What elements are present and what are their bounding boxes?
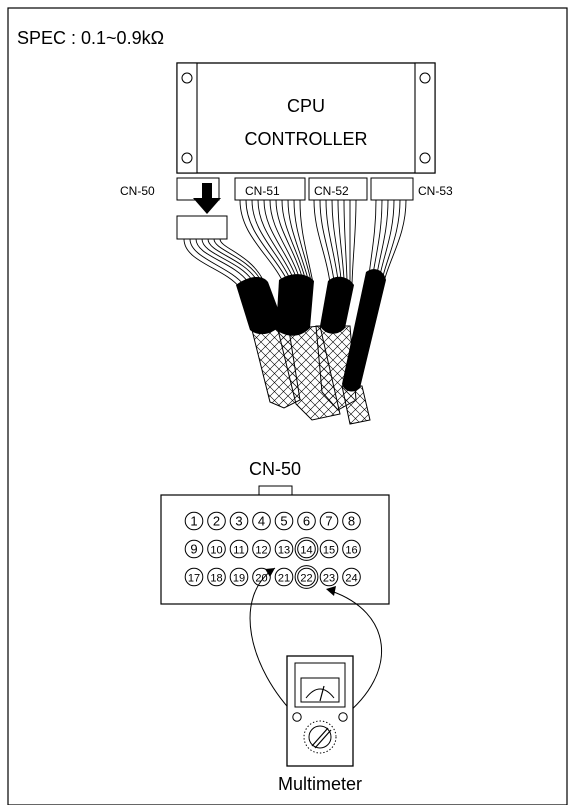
- pin-label: 18: [210, 573, 222, 585]
- spec-label: SPEC : 0.1~0.9kΩ: [17, 28, 164, 48]
- pin-label: 3: [235, 514, 242, 529]
- probe-point-ring: [294, 565, 319, 589]
- pin-label: 13: [278, 545, 290, 557]
- cn50-detail-title: CN-50: [249, 459, 301, 479]
- probe-jack: [338, 712, 348, 722]
- controller-title-line2: CONTROLLER: [244, 129, 367, 149]
- pin-17: 17: [184, 567, 204, 587]
- mount-hole: [419, 72, 431, 84]
- pin-label: 8: [348, 514, 355, 529]
- braided-sleeves: [251, 323, 371, 425]
- pin-label: 10: [210, 545, 222, 557]
- mount-hole: [181, 72, 193, 84]
- pin-label: 23: [323, 573, 335, 585]
- probe-tip-icon: [326, 586, 336, 596]
- pin-6: 6: [297, 511, 316, 531]
- cn50-socket: [176, 177, 220, 201]
- probe-leads: [249, 567, 383, 718]
- pin-20: 20: [252, 567, 271, 587]
- wire-harness: [183, 199, 407, 289]
- pin-label: 15: [323, 545, 335, 557]
- pin-label: 11: [233, 545, 244, 557]
- cn53-label: CN-53: [418, 184, 453, 198]
- pin-23: 23: [319, 567, 339, 587]
- pin-label: 17: [188, 573, 200, 585]
- pin-24: 24: [342, 567, 361, 587]
- pin-21: 21: [274, 567, 294, 587]
- pin-label: 20: [255, 573, 267, 585]
- connector-latch: [258, 485, 293, 496]
- pin-label: 24: [345, 573, 357, 585]
- cn51-label: CN-51: [245, 184, 280, 198]
- pin-label: 19: [233, 573, 245, 585]
- pin-label: 12: [255, 545, 267, 557]
- pin-2: 2: [207, 511, 226, 531]
- tape-wrap: [320, 276, 354, 334]
- pin-18: 18: [207, 567, 226, 587]
- probe-lead-left: [249, 567, 298, 718]
- cn53-socket: [370, 177, 414, 201]
- pin-label: 5: [280, 514, 287, 529]
- pin-11: 11: [229, 539, 249, 559]
- pin-1: 1: [184, 511, 204, 531]
- disconnect-arrow-icon: [193, 183, 221, 214]
- pin-3: 3: [229, 511, 249, 531]
- pin-8: 8: [342, 511, 361, 531]
- cn50-plug: [176, 215, 228, 240]
- controller-title-line1: CPU: [287, 96, 325, 116]
- pin-13: 13: [274, 539, 294, 559]
- pin-label: 21: [278, 573, 290, 585]
- pin-label: 1: [190, 514, 197, 529]
- probe-tip-icon: [265, 568, 275, 577]
- pin-9: 9: [184, 539, 204, 559]
- probe-lead-right: [330, 590, 383, 718]
- tape-wrap: [276, 274, 314, 336]
- pin-label: 14: [300, 545, 312, 557]
- pin-label: 22: [300, 573, 312, 585]
- multimeter-label: Multimeter: [278, 774, 362, 794]
- pin-label: 9: [190, 542, 197, 557]
- pin-16: 16: [342, 539, 361, 559]
- controller-body: [176, 62, 436, 174]
- pin-22: 22: [294, 565, 319, 589]
- mount-hole: [181, 152, 193, 164]
- tape-wrap: [236, 276, 283, 335]
- probe-point-ring: [294, 537, 319, 561]
- pin-label: 4: [258, 514, 265, 529]
- pin-12: 12: [252, 539, 271, 559]
- controller-sockets: [176, 177, 414, 201]
- pin-4: 4: [252, 511, 271, 531]
- pin-label: 6: [303, 514, 310, 529]
- multimeter-icon: [286, 655, 354, 767]
- pin-15: 15: [319, 539, 339, 559]
- left-mount-bracket: [176, 62, 198, 174]
- pin-label: 2: [213, 514, 220, 529]
- pin-10: 10: [207, 539, 226, 559]
- cn50-label: CN-50: [120, 184, 155, 198]
- cpu-controller: CPU CONTROLLER: [176, 62, 436, 174]
- pin-19: 19: [229, 567, 249, 587]
- pin-label: 7: [325, 514, 332, 529]
- probe-jack: [292, 712, 302, 722]
- cn52-label: CN-52: [314, 184, 349, 198]
- pin-5: 5: [274, 511, 294, 531]
- mount-hole: [419, 152, 431, 164]
- pin-label: 16: [345, 545, 357, 557]
- pin-7: 7: [319, 511, 339, 531]
- right-mount-bracket: [414, 62, 436, 174]
- pin-14: 14: [294, 537, 319, 561]
